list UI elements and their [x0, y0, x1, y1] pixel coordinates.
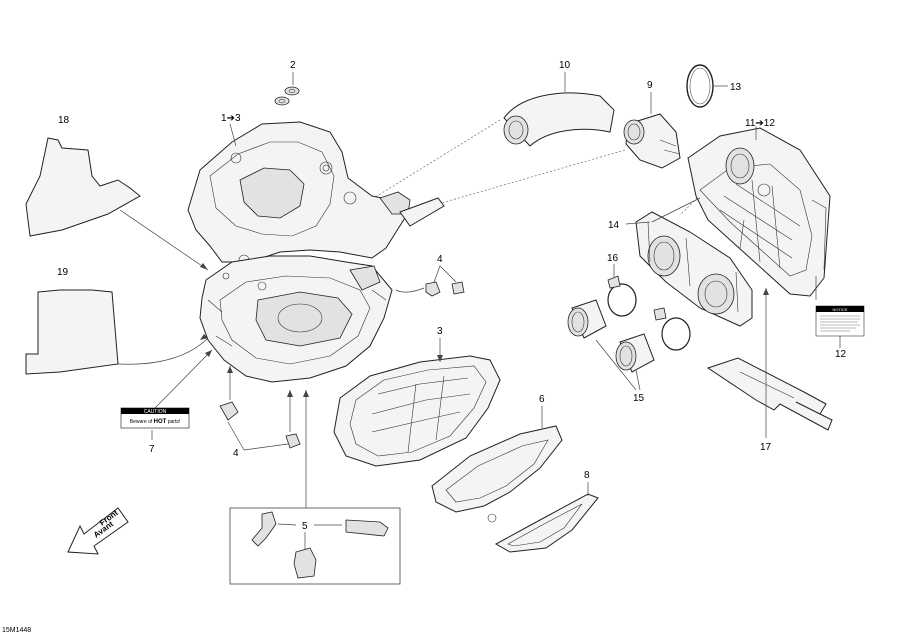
part-10-intake-hose: [503, 72, 615, 147]
callout-4-left: 4: [233, 448, 239, 459]
caution-text: Beware of HOT parts!: [130, 419, 180, 425]
part-13-o-ring: [686, 64, 728, 108]
front-direction-arrow: Front Avant: [67, 507, 129, 555]
part-4-clamps-right: [395, 265, 465, 297]
callout-11: 11➔12: [745, 118, 775, 129]
callout-14: 14: [608, 220, 620, 231]
part-17-bracket-plate: [706, 288, 833, 438]
document-id: 15M1448: [2, 627, 31, 634]
callout-4-right: 4: [437, 254, 443, 265]
caution-text-post: parts!: [166, 419, 180, 425]
part-5-clamp-group: [229, 390, 401, 585]
callout-17: 17: [760, 442, 772, 453]
part-9-adapter: [623, 92, 681, 169]
callout-8: 8: [584, 470, 590, 481]
part-3-air-filter: [333, 338, 501, 467]
part-18-heat-shield: [25, 137, 209, 271]
callout-19: 19: [57, 267, 69, 278]
caution-text-pre: Beware of: [130, 419, 154, 425]
part-16-hose-clamps: [607, 264, 691, 351]
part-2-grommets: [274, 72, 300, 106]
callout-15: 15: [633, 393, 645, 404]
caution-text-bold: HOT: [154, 419, 167, 425]
part-19-heat-shield: [25, 289, 209, 375]
callout-6: 6: [539, 394, 545, 405]
part-4-clamps-left: [219, 366, 301, 451]
notice-header: NOTICE: [832, 307, 847, 312]
callout-12: 12: [835, 349, 847, 360]
part-14-duct-plate: [625, 197, 753, 327]
part-6-filter-tray: [431, 406, 563, 523]
callout-1: 1➔3: [221, 113, 241, 124]
callout-3: 3: [437, 326, 443, 337]
callout-2: 2: [290, 60, 296, 71]
part-8-gasket: [494, 482, 599, 553]
callout-13: 13: [730, 82, 742, 93]
callout-numbers: 1➔3 2 3 4 4 5 6 7 8 9 10 11➔12 12 13 14 …: [57, 60, 847, 532]
part-7-caution-label: CAUTION Beware of HOT parts!: [120, 349, 213, 440]
callout-18: 18: [58, 115, 70, 126]
part-12-notice-label: NOTICE: [815, 276, 865, 348]
callout-9: 9: [647, 80, 653, 91]
part-1-airbox-housing: [187, 121, 445, 383]
leader-1: [229, 123, 237, 147]
callout-5: 5: [302, 521, 308, 532]
part-15-couplers: [567, 299, 655, 391]
callout-7: 7: [149, 444, 155, 455]
callout-15-16: 16: [607, 253, 619, 264]
callout-10: 10: [559, 60, 571, 71]
caution-header: CAUTION: [144, 409, 167, 415]
part-11-airbox-cover: [687, 126, 831, 297]
